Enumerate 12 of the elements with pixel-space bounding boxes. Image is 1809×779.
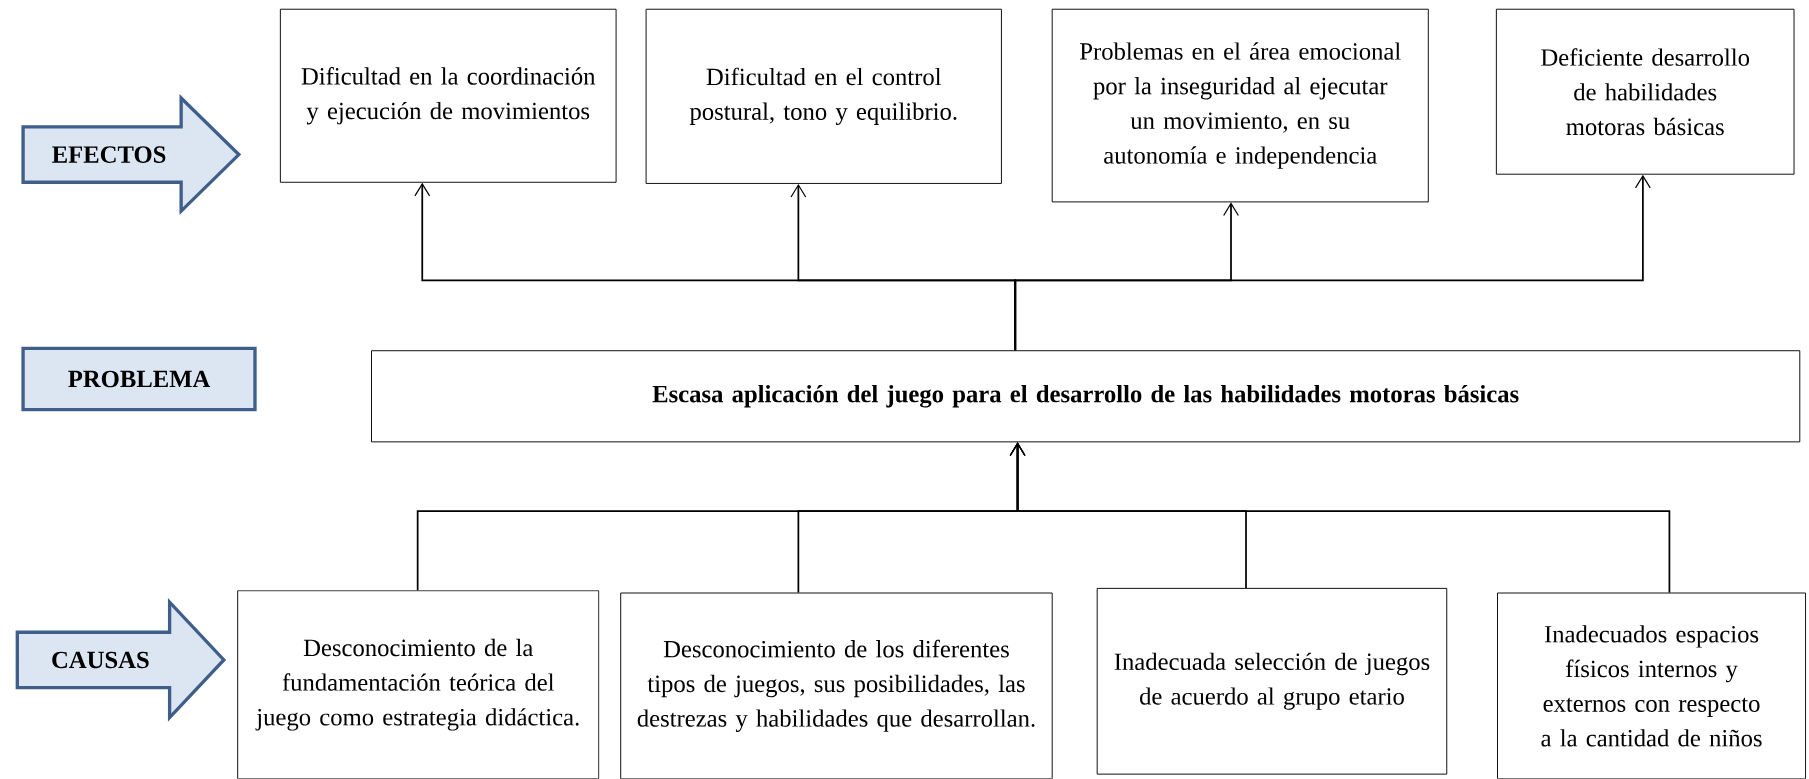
arrow (1009, 442, 1671, 594)
text-box: Inadecuada selección de juegos de acuerdo al grupo etario (1096, 588, 1448, 775)
text-box: Inadecuados espacios físicos internos y externos con respecto a la cantidad de niños (1497, 592, 1807, 779)
text-box: Problemas en el área emocional por la inseguridad al ejecutar un movimiento, en su autonomía e independencia (1051, 8, 1429, 203)
text-box: Deficiente desarrollo de habilidades motoras básicas (1495, 8, 1795, 175)
text-box: Desconocimiento de la fundamentación teórica del juego como estrategia didáctica. (237, 590, 600, 779)
text-box: Desconocimiento de los diferentes tipos de juegos, sus posibilidades, las destrezas y habilidades que desarrollan. (620, 592, 1053, 779)
arrow (1014, 174, 1651, 352)
text-box: Dificultad en el control postural, tono y equilibrio. (645, 8, 1002, 185)
label-box: PROBLEMA (21, 346, 257, 412)
problem-box: Escasa aplicación del juego para el desarrollo de las habilidades motoras básicas (371, 350, 1801, 443)
text-box: Dificultad en la coordinación y ejecución de movimientos (279, 8, 617, 183)
